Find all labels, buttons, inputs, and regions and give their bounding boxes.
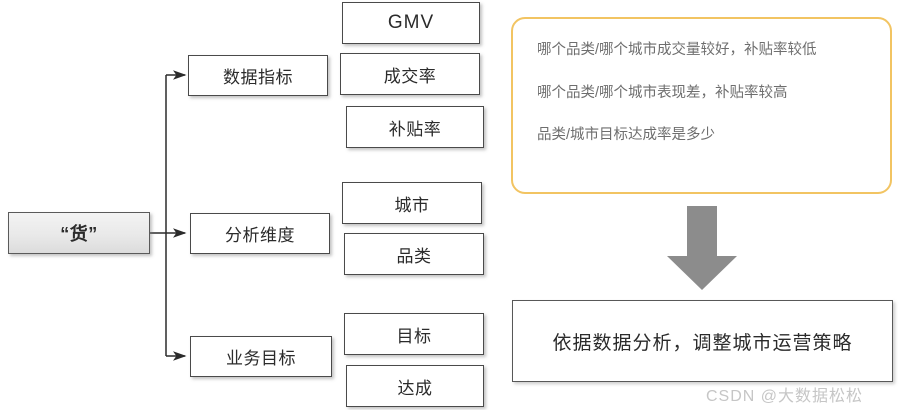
conclusion-label: 依据数据分析，调整城市运营策略 [552,332,853,354]
leaf-node-label: 达成 [397,378,433,398]
conclusion-box[interactable]: 依据数据分析，调整城市运营策略 [512,300,893,382]
branch-node-business-goal[interactable]: 业务目标 [190,336,332,377]
branch-node-data-metrics[interactable]: 数据指标 [188,55,328,96]
question-line: 品类/城市目标达成率是多少 [537,127,716,144]
branch-node-label: 分析维度 [225,226,295,245]
watermark: CSDN @大数据松松 [706,388,864,405]
branch-node-label: 业务目标 [226,349,296,368]
question-panel: 哪个品类/哪个城市成交量较好，补贴率较低 哪个品类/哪个城市表现差，补贴率较高 … [511,17,892,194]
branch-node-analysis-dimension[interactable]: 分析维度 [190,213,330,254]
question-line: 哪个品类/哪个城市表现差，补贴率较高 [537,84,788,101]
leaf-node-city[interactable]: 城市 [342,182,482,224]
leaf-node-gmv[interactable]: GMV [342,2,480,44]
leaf-node-label: 城市 [394,195,430,215]
leaf-node-target[interactable]: 目标 [344,313,484,355]
branch-node-label: 数据指标 [223,68,293,87]
leaf-node-label: 品类 [396,246,432,266]
leaf-node-label: 目标 [396,326,432,346]
question-line: 哪个品类/哪个城市成交量较好，补贴率较低 [537,42,817,58]
leaf-node-subsidy-rate[interactable]: 补贴率 [346,106,484,148]
leaf-node-label: 成交率 [383,66,437,86]
leaf-node-category[interactable]: 品类 [344,233,484,275]
leaf-node-label: GMV [387,12,435,33]
root-node-label: “货” [60,224,98,244]
leaf-node-achievement[interactable]: 达成 [346,365,484,407]
root-node-goods[interactable]: “货” [8,212,150,254]
leaf-node-conversion-rate[interactable]: 成交率 [340,53,480,95]
down-arrow-icon [667,206,737,290]
leaf-node-label: 补贴率 [388,119,442,139]
